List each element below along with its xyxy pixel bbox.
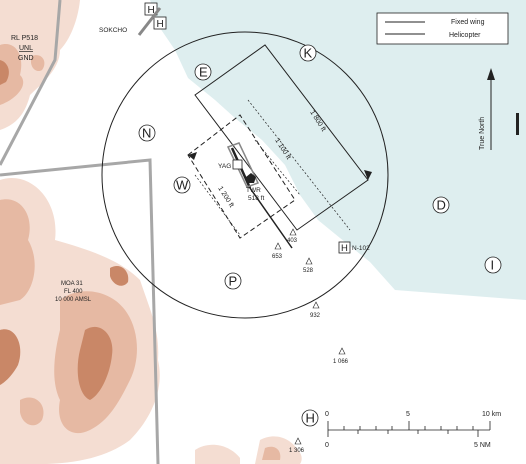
helicopter-pattern bbox=[187, 114, 296, 239]
svg-text:P: P bbox=[229, 274, 238, 289]
terrain-bottom-left bbox=[0, 178, 160, 464]
control-zone-circle bbox=[101, 31, 389, 319]
restricted-area-upper: UNL bbox=[19, 45, 33, 52]
tower-label: TWR bbox=[246, 187, 261, 194]
airspace-boundaries bbox=[0, 0, 160, 464]
heliport-n102-icon: H bbox=[338, 241, 351, 254]
scale-nm-5: 5 NM bbox=[474, 442, 491, 449]
tower-icon bbox=[246, 173, 256, 183]
heliport-sokcho-icon: H H bbox=[137, 2, 167, 36]
scale-km-10: 10 km bbox=[482, 411, 501, 418]
n102-label: N-102 bbox=[352, 245, 370, 252]
scale-nm-0: 0 bbox=[325, 442, 329, 449]
spot-height-528: 528 bbox=[303, 268, 314, 274]
svg-text:I: I bbox=[491, 258, 495, 273]
svg-text:H: H bbox=[341, 243, 348, 254]
svg-text:N: N bbox=[142, 126, 151, 141]
tower-elevation: 518 ft bbox=[248, 195, 264, 202]
svg-text:H: H bbox=[306, 411, 315, 426]
spot-height-653: 653 bbox=[272, 254, 283, 260]
sokcho-label: SOKCHO bbox=[99, 27, 127, 34]
spot-height-1066: 1 066 bbox=[333, 359, 349, 365]
spot-height-403: 403 bbox=[287, 238, 298, 244]
restricted-area-name: RL P518 bbox=[11, 35, 38, 42]
north-arrow-icon bbox=[487, 68, 495, 150]
legend-fixed-wing: Fixed wing bbox=[451, 19, 485, 26]
sea-area bbox=[150, 0, 526, 300]
svg-text:W: W bbox=[176, 178, 189, 193]
scale-km-0: 0 bbox=[325, 411, 329, 418]
terrain-top-left bbox=[0, 0, 80, 130]
dimension-lines bbox=[194, 99, 351, 236]
restricted-area-lower: GND bbox=[18, 55, 34, 62]
scale-bar bbox=[327, 421, 491, 437]
page-edge-mark bbox=[516, 113, 519, 135]
terrain-bottom-center bbox=[195, 436, 302, 464]
svg-text:E: E bbox=[199, 65, 208, 80]
spot-height-932: 932 bbox=[310, 313, 321, 319]
spot-heights bbox=[274, 228, 346, 445]
legend-helicopter: Helicopter bbox=[449, 32, 481, 39]
svg-text:H: H bbox=[157, 19, 164, 30]
yag-marker-icon bbox=[232, 159, 243, 170]
moa-lower: 10 000 AMSL bbox=[55, 297, 92, 303]
spot-height-1306: 1 306 bbox=[289, 448, 305, 454]
moa-upper: FL 400 bbox=[64, 289, 83, 295]
svg-text:K: K bbox=[304, 46, 313, 61]
sector-letters: K E N W P D I H bbox=[138, 44, 502, 427]
legend: Fixed wing Helicopter bbox=[376, 12, 509, 45]
yag-label: YAG bbox=[218, 163, 231, 170]
scale-km-5: 5 bbox=[406, 411, 410, 418]
moa-name: MOA 31 bbox=[61, 281, 83, 287]
svg-text:H: H bbox=[148, 5, 155, 16]
north-label: True North bbox=[479, 117, 486, 150]
svg-text:D: D bbox=[437, 198, 446, 213]
